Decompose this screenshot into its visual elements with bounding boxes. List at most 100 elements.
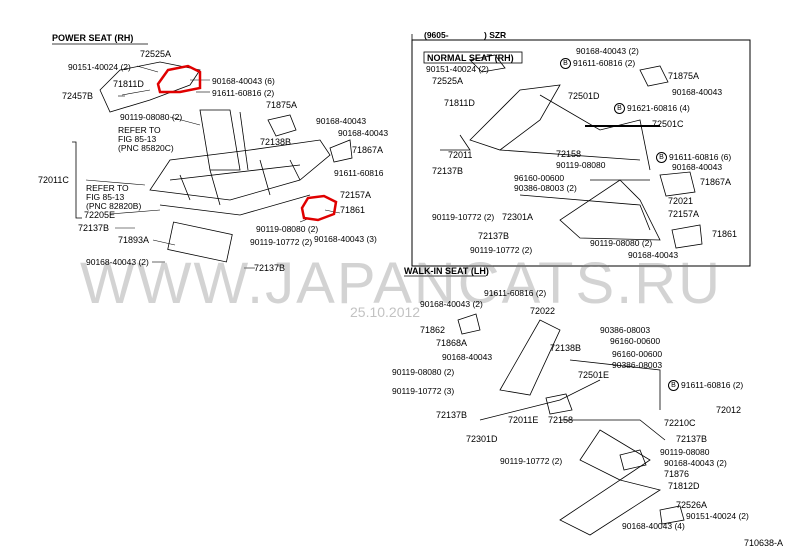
circle-b-icon: B [668, 380, 679, 392]
walkin-seat-title: WALK-IN SEAT (LH) [404, 266, 489, 276]
walkin-side-cover [559, 479, 661, 536]
part-label: 72022 [530, 306, 556, 316]
part-label: 72158 [556, 149, 582, 159]
part-label: 90119-08080 (2) [256, 224, 319, 234]
normal-seat-frame [440, 54, 703, 249]
part-label: 72012 [716, 405, 742, 415]
part-label: 90119-10772 (2) [500, 456, 563, 466]
part-label: 72138B [260, 137, 292, 147]
highlight-72157A [300, 194, 338, 222]
part-label: 90168-40043 (3) [314, 234, 377, 244]
part-label: 72021 [668, 196, 694, 206]
part-label: 90168-40043 [628, 250, 679, 260]
part-label: 71861 [712, 229, 738, 239]
reference-note: FIG 85-13 [118, 134, 157, 144]
figure-id: 710638-A [744, 538, 784, 548]
reference-note: FIG 85-13 [86, 192, 125, 202]
part-label: 90168-40043 (2) [576, 46, 639, 56]
part-label: 90168-40043 (2) [420, 299, 483, 309]
part-label: 90119-10772 (2) [250, 237, 313, 247]
part-label: 90119-10772 (3) [392, 386, 455, 396]
part-label: 71876 [664, 469, 690, 479]
reference-note: (PNC 85820C) [118, 143, 174, 153]
part-label: 71875A [266, 100, 298, 110]
part-label: 72157A [340, 190, 372, 200]
part-label: 71875A [668, 71, 700, 81]
part-label: 96160-00600 [610, 336, 661, 346]
part-label: 90119-08080 [660, 447, 710, 457]
part-label: 96160-00600 [612, 349, 663, 359]
part-label: 90151-40024 (2) [426, 64, 489, 74]
part-label: 72137B [432, 166, 464, 176]
part-label: 72137B [676, 434, 708, 444]
part-label: 90119-10772 (2) [470, 245, 533, 255]
part-label: 71861 [340, 205, 366, 215]
part-label: 90168-40043 (2) [86, 257, 149, 267]
highlight-marks [156, 64, 338, 222]
watermark-date: 25.10.2012 [350, 304, 421, 320]
part-label: 96160-00600 [514, 173, 565, 183]
part-label: 91611-60816 (2) [212, 88, 275, 98]
part-label: 90168-40043 [442, 352, 493, 362]
part-label: 72525A [140, 49, 172, 59]
highlight-72525A [156, 64, 202, 94]
part-label: 72501C [652, 119, 684, 129]
part-label: 90168-40043 (4) [622, 521, 685, 531]
part-label: 90119-08080 (2) [392, 367, 455, 377]
part-label: 72137B [78, 223, 110, 233]
walkin-seat-frame [457, 313, 685, 536]
part-label: 90168-40043 (2) [664, 458, 727, 468]
part-label: 90168-40043 [672, 162, 723, 172]
part-label: 72011 [448, 150, 473, 160]
part-label: 72137B [478, 231, 510, 241]
circle-b-icon: B [656, 152, 667, 164]
part-label: 72301D [466, 434, 498, 444]
part-label: 90119-08080 [556, 160, 606, 170]
part-label: 90168-40043 [338, 128, 389, 138]
part-label: 91611-60816 (2) [484, 288, 547, 298]
power-seat-side-cover [99, 61, 201, 113]
watermark: WWW.JAPANCATS.RU [80, 251, 723, 316]
part-label: 71811D [113, 79, 144, 89]
part-label: 90168-40043 (6) [212, 76, 275, 86]
part-label: 90168-40043 [316, 116, 367, 126]
normal-seat-box [411, 39, 751, 267]
part-label: 72457B [62, 91, 94, 101]
part-label: 71867A [700, 177, 732, 187]
part-label: 71893A [118, 235, 150, 245]
part-label: 90168-40043 [672, 87, 723, 97]
part-label: 90119-08080 (2) [590, 238, 653, 248]
part-label: 71811D [444, 98, 475, 108]
power-seat-title: POWER SEAT (RH) [52, 33, 134, 43]
part-label: 71867A [352, 145, 384, 155]
part-label: 72011E [508, 415, 539, 425]
circle-b-icon: B [560, 58, 571, 70]
part-label: 71868A [436, 338, 468, 348]
part-label: 72301A [502, 212, 534, 222]
part-label: 90386-08003 [600, 325, 651, 335]
part-label: 72157A [668, 209, 700, 219]
part-label: 72205E [84, 210, 116, 220]
part-label: 90119-08080 (2) [120, 112, 183, 122]
part-label: 72138B [550, 343, 582, 353]
part-label: 90151-40024 (2) [686, 511, 749, 521]
reference-note: REFER TO [86, 183, 129, 193]
normal-seat-model: ) SZR [484, 30, 507, 40]
power-seat-leaders [85, 65, 341, 269]
part-label: 90151-40024 (2) [68, 62, 131, 72]
normal-seat-title: NORMAL SEAT (RH) [427, 53, 514, 63]
part-label: 72525A [432, 76, 464, 86]
reference-note: REFER TO [118, 125, 161, 135]
part-label: 72011C [38, 175, 69, 185]
reference-note: (PNC 82820B) [86, 201, 142, 211]
part-label: 72501E [578, 370, 610, 380]
part-label: 72526A [676, 500, 708, 510]
power-seat-frame [99, 61, 353, 263]
part-label: 72501D [568, 91, 600, 101]
part-label: 71812D [668, 481, 700, 491]
